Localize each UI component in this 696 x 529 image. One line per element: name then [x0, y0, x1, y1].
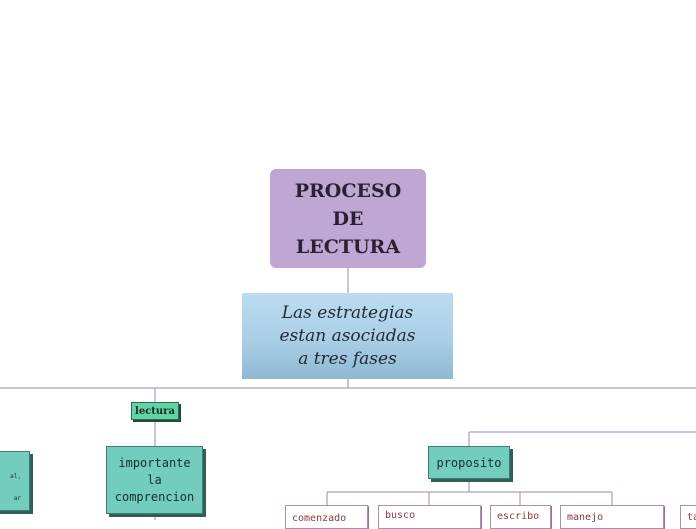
- root-node-proceso-de-lectura[interactable]: PROCESO DE LECTURA: [270, 169, 426, 268]
- left-partial-line-1: al,: [10, 473, 21, 480]
- leaf-node-manejo[interactable]: manejo: [560, 505, 664, 529]
- subtitle-node-estrategias[interactable]: Las estrategias estan asociadas a tres f…: [242, 293, 453, 379]
- node-importante-label: importante la comprencion: [114, 455, 195, 504]
- leaf-busco-label: busco: [385, 510, 416, 521]
- node-left-partial[interactable]: al, ar: [0, 451, 30, 511]
- leaf-node-busco[interactable]: busco: [378, 505, 481, 529]
- node-proposito-label: proposito: [436, 455, 502, 470]
- phase-tag-lectura[interactable]: lectura: [131, 402, 179, 420]
- node-proposito[interactable]: proposito: [428, 446, 510, 479]
- subtitle-node-label: Las estrategias estan asociadas a tres f…: [279, 302, 416, 369]
- leaf-node-comenzado[interactable]: comenzado: [285, 505, 368, 529]
- leaf-comenzado-label: comenzado: [292, 513, 347, 524]
- node-importante-comprencion[interactable]: importante la comprencion: [106, 446, 203, 514]
- leaf-manejo-label: manejo: [567, 512, 604, 523]
- root-node-label: PROCESO DE LECTURA: [294, 179, 402, 258]
- leaf-escribo-label: escribo: [497, 511, 540, 522]
- left-partial-line-2: ar: [13, 495, 21, 502]
- phase-tag-label: lectura: [135, 405, 175, 417]
- leaf-node-partial[interactable]: ta: [680, 505, 696, 529]
- leaf-partial-label: ta: [687, 512, 696, 523]
- leaf-node-escribo[interactable]: escribo: [490, 505, 551, 529]
